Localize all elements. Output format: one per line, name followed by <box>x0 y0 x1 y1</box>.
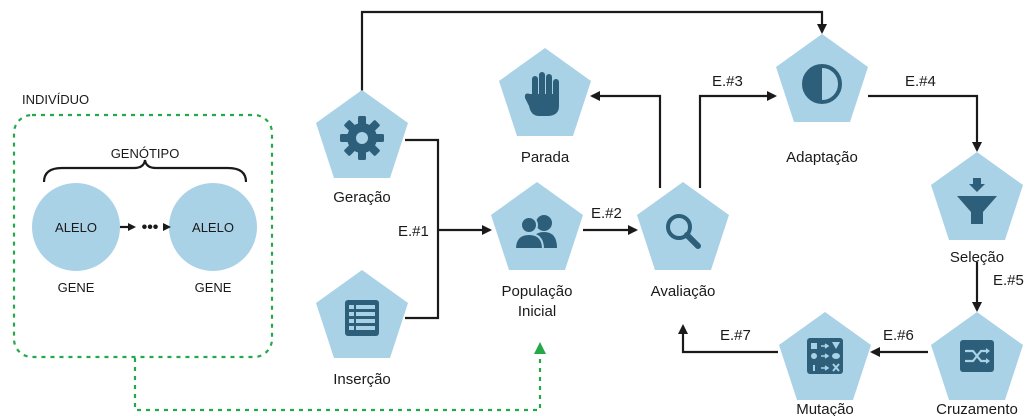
edge-label-e4: E.#4 <box>905 73 936 90</box>
edge-adaptacao-selecao <box>868 94 982 152</box>
edge-mutacao-avaliacao <box>678 324 778 354</box>
users-icon <box>513 215 557 250</box>
funnel-icon <box>957 178 997 224</box>
populacao-label-line1: População <box>502 283 573 300</box>
node-insercao: Inserção <box>316 270 408 388</box>
node-mutacao: Mutação <box>779 312 871 416</box>
node-adaptacao: Adaptação <box>776 34 868 166</box>
genotype-brace <box>42 159 248 183</box>
symbols-icon <box>807 338 843 374</box>
adaptacao-label: Adaptação <box>786 149 858 166</box>
individual-box: INDIVÍDUO GENÓTIPO ALELO ALELO ••• GENE … <box>12 92 274 359</box>
individual-border <box>12 113 274 359</box>
individual-to-population-link <box>133 342 546 412</box>
node-populacao: População Inicial <box>491 182 583 320</box>
genotype-label: GENÓTIPO <box>111 146 180 161</box>
node-selecao: Seleção <box>931 152 1023 266</box>
allele-left-label: ALELO <box>55 220 97 235</box>
cruzamento-label: Cruzamento <box>936 401 1018 416</box>
edge-geracao-adaptacao <box>360 10 827 112</box>
edge-label-e5: E.#5 <box>993 272 1024 289</box>
list-icon <box>345 300 379 336</box>
avaliacao-label: Avaliação <box>651 283 716 300</box>
stop-hand-icon <box>524 72 559 116</box>
insercao-label: Inserção <box>333 371 391 388</box>
allele-left-circle <box>32 183 120 271</box>
edge-label-e6: E.#6 <box>883 327 914 344</box>
gear-icon <box>340 116 384 160</box>
mutacao-label: Mutação <box>796 401 854 416</box>
gene-left-label: GENE <box>58 280 95 295</box>
allele-right-circle <box>169 183 257 271</box>
geracao-label: Geração <box>333 189 391 206</box>
edge-label-e3: E.#3 <box>712 73 743 90</box>
magnifier-icon <box>666 214 701 249</box>
parada-label: Parada <box>521 149 570 166</box>
individual-title: INDIVÍDUO <box>22 92 89 107</box>
allele-ellipsis: ••• <box>142 219 159 236</box>
node-avaliacao: Avaliação <box>637 182 729 300</box>
edge-avaliacao-parada <box>590 91 662 188</box>
gene-right-label: GENE <box>195 280 232 295</box>
populacao-label-line2: Inicial <box>518 303 556 320</box>
shuffle-icon <box>960 340 994 372</box>
edge-label-e2: E.#2 <box>591 205 622 222</box>
avaliacao-pentagon <box>637 182 729 270</box>
allele-right-label: ALELO <box>192 220 234 235</box>
selecao-label: Seleção <box>950 249 1004 266</box>
contrast-icon <box>802 64 842 104</box>
edge-label-e1: E.#1 <box>398 223 429 240</box>
node-parada: Parada <box>499 48 591 166</box>
edge-label-e7: E.#7 <box>720 327 751 344</box>
node-geracao: Geração <box>316 90 408 206</box>
edge-avaliacao-adaptacao <box>698 91 777 188</box>
node-cruzamento: Cruzamento <box>931 312 1023 416</box>
